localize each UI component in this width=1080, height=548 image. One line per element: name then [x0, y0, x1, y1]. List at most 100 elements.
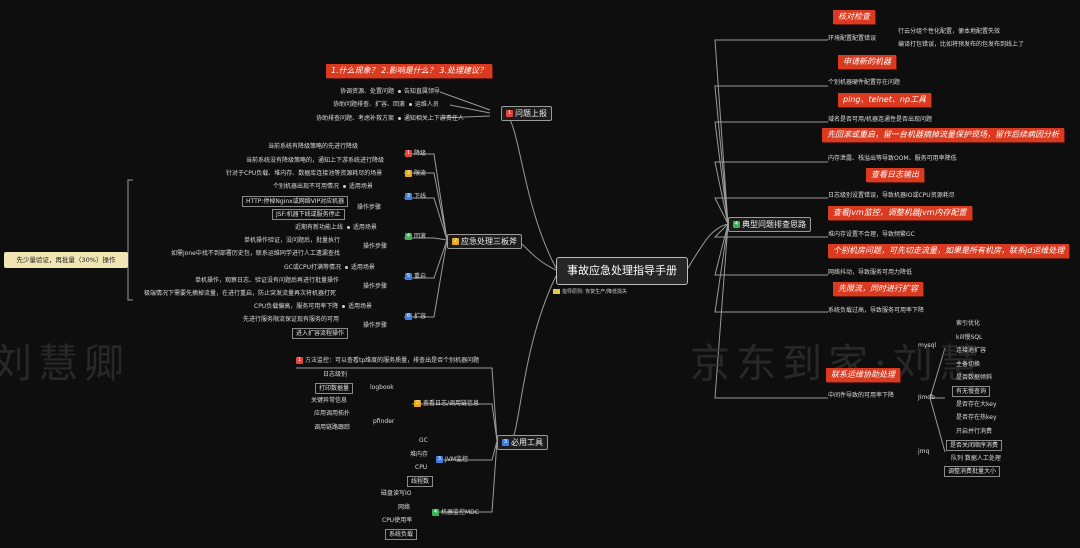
leaf: GC或CPU打满等情况 适用场景 — [284, 264, 375, 271]
leaf: 单机操作，观察日志、验证没有问题后再进行批量操作 — [195, 277, 340, 284]
step-label: 操作步骤 — [363, 283, 388, 290]
watermark-left: 刘慧卿 — [0, 341, 130, 387]
callout-ops-assist: 联系运维协助处理 — [826, 368, 900, 382]
leaf: 应用调用拓扑 — [314, 410, 351, 417]
leaf: 近期有新功能上线 适用场景 — [295, 224, 377, 231]
mysql-node: mysql — [918, 342, 936, 349]
badge-3: 3 — [502, 439, 509, 446]
leaf: 系统负载 — [385, 529, 418, 540]
leaf: 磁盘读写IO — [381, 490, 412, 497]
report-item: 协助问题排查、扩容、回滚 运维人员 — [333, 101, 439, 108]
leaf: 进入扩容流程操作 — [292, 328, 349, 339]
callout-check: 核对检查 — [833, 10, 875, 24]
leaf: 调用链路跟踪 — [314, 424, 351, 431]
right-item: 日志级别设置错误，导致机器IO或CPU资源耗尽 — [828, 192, 955, 199]
right-item: 内存泄露、栈溢出等导致OOM、服务可用率降低 — [828, 155, 957, 162]
badge-1: 1 — [506, 110, 513, 117]
right-item: 个别机器硬件配置存在问题 — [828, 79, 901, 86]
right-item: 网络抖动，导致服务可用力降低 — [828, 269, 913, 276]
leaf: 日志级别 — [323, 371, 348, 378]
badge-2: 2 — [452, 238, 459, 245]
callout-new-machine: 申请新的机器 — [838, 55, 896, 69]
central-note-text: 指导原则: 恢复生产/降低损失 — [562, 289, 627, 295]
note-icon — [553, 289, 560, 294]
central-note: 指导原则: 恢复生产/降低损失 — [553, 288, 627, 296]
right-item: 系统负载过高，导致服务可用率下降 — [828, 307, 925, 314]
report-item: 协调资源、处置问题 告知直属领导 — [340, 88, 440, 95]
right-leaf: 有无慢查询 — [952, 386, 991, 397]
leaf: HTTP:停掉Nginx或网络VIP对应机器 — [242, 196, 349, 207]
right-item: 中间件导致的可用率下降 — [828, 392, 895, 399]
leaf: 当前系统没有降级策略的，通知上下游系统进行降级 — [246, 157, 385, 164]
leaf: GC — [419, 437, 428, 444]
leaf: CPU负载偏高，服务可用率下降 适用场景 — [254, 303, 373, 310]
right-leaf: 是否关闭顺序消费 — [946, 440, 1003, 451]
leaf: 打印数据量 — [315, 383, 354, 394]
leaf: CPU使用率 — [382, 517, 413, 524]
right-leaf: 索引优化 — [956, 320, 981, 327]
callout-network-tools: ping、telnet、np工具 — [838, 93, 932, 107]
right-leaf: 开启并行消费 — [956, 428, 993, 435]
leaf: 当前系统有降级策略的先进行降级 — [268, 143, 359, 150]
callout-ratelimit-scale: 先限流，同时进行扩容 — [833, 282, 923, 296]
step-label: 操作步骤 — [363, 322, 388, 329]
right-leaf: 编译打包错误，比如将预发布的包发布到线上了 — [898, 41, 1025, 48]
leaf: 针对于CPU负载、堆内存、数据库连接池等资源耗尽的场景 — [226, 170, 383, 177]
right-leaf: 是否数据倾斜 — [956, 374, 993, 381]
branch-label: 问题上报 — [515, 109, 547, 118]
right-item: 环境配置配置错误 — [828, 35, 877, 42]
leaf: 如需jone中找不到部署历史包，联系运维同学进行人工遗漏查找 — [171, 250, 340, 257]
leaf: 单机操作验证，没问题后，批量执行 — [244, 237, 341, 244]
leaf: 个别机器出现不可用情况 适用场景 — [273, 183, 373, 190]
right-leaf: 是否存在热key — [956, 414, 997, 421]
step-label: 操作步骤 — [357, 204, 382, 211]
callout-report-questions: 1.什么现象？ 2.影响是什么？ 3.处理建议？ — [326, 64, 492, 78]
leaf: 线程数 — [407, 476, 434, 487]
callout-switch-traffic: 个别机房问题，可先切走流量，如果是所有机房，联系jd运维处理 — [828, 244, 1070, 258]
leaf: 网络 — [398, 504, 411, 511]
right-leaf: kill慢SQL — [956, 334, 983, 341]
right-leaf: 是否存在大key — [956, 401, 997, 408]
leaf: JSF:机器下线或服务停止 — [272, 209, 345, 220]
badge-4: 4 — [733, 221, 740, 228]
branch-label: 必用工具 — [511, 438, 543, 447]
jimdb-node: Jimdb — [918, 394, 935, 401]
right-leaf: 调整消费批量大小 — [944, 466, 1001, 477]
step-label: 操作步骤 — [363, 243, 388, 250]
report-item: 协助排查问题、考虑补救方案 通知相关上下游责任人 — [316, 115, 464, 122]
root-left-topic[interactable]: 先少量验证，再批量（30%）操作 — [4, 252, 128, 268]
right-leaf: 队列 数据人工处理 — [951, 455, 1001, 462]
branch-label: 应急处理三板斧 — [461, 237, 517, 246]
leaf: CPU — [415, 464, 428, 471]
callout-rollback-restart: 先回滚或重启，留一台机器摘掉流量保护现场，留作后续病因分析 — [822, 128, 1064, 142]
central-topic[interactable]: 事故应急处理指导手册 — [556, 257, 688, 285]
right-item: 域名是否可用/机器连通性是否出现问题 — [828, 116, 933, 123]
leaf: 关键异常信息 — [311, 397, 348, 404]
callout-jvm-tuning: 查看jvm监控，调整机器jvm内存配置 — [828, 206, 972, 220]
right-leaf: 行云分组个性化配置，便本地配置失效 — [898, 28, 1001, 35]
leaf: 极端情况下需要先摘掉流量，在进行重启，防止突发流量再次将机器打死 — [144, 290, 337, 297]
pfinder-node: pfinder — [373, 418, 395, 425]
callout-log-output: 查看日志输出 — [866, 168, 924, 182]
leaf: 先进行服务限流保证现有服务的可用 — [243, 316, 340, 323]
jmq-node: jmq — [918, 448, 930, 455]
right-item: 堆内存设置不合理，导致频繁GC — [828, 231, 915, 238]
logbook-node: logbook — [370, 384, 394, 391]
right-leaf: 连接池扩容 — [956, 347, 987, 354]
